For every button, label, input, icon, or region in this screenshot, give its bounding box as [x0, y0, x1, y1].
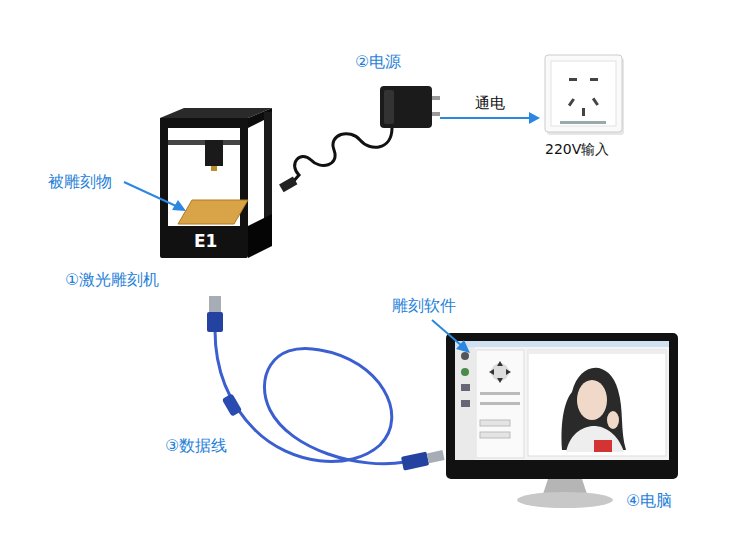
computer-node: ④电脑 — [440, 330, 685, 525]
laser-engraver — [160, 108, 272, 258]
node-caption: ①激光雕刻机 — [65, 270, 159, 289]
edge-label: 通电 — [473, 94, 507, 112]
computer-monitor — [446, 333, 678, 508]
callout-label: 被雕刻物 — [48, 172, 112, 191]
callout-arrow — [124, 182, 186, 211]
node-caption: ④电脑 — [626, 491, 672, 510]
engraver-node: ①激光雕刻机 — [60, 105, 285, 295]
node-caption: ②电源 — [355, 52, 401, 71]
socket-node: 220V输入 — [540, 50, 630, 165]
connector-arrow — [440, 112, 540, 124]
cable-node: ③数据线 — [160, 290, 440, 470]
power-node: ②电源 — [345, 50, 440, 140]
callout-arrow — [432, 320, 470, 353]
node-caption: 220V输入 — [545, 141, 609, 158]
wall-socket — [545, 55, 624, 135]
arrow-head — [529, 112, 540, 124]
model-mark: E1 — [194, 231, 217, 251]
node-caption: ③数据线 — [165, 436, 227, 455]
callout-label: 雕刻软件 — [392, 296, 456, 315]
connector-line — [440, 117, 531, 119]
power-adapter — [279, 86, 440, 192]
usb-cable — [207, 296, 445, 471]
